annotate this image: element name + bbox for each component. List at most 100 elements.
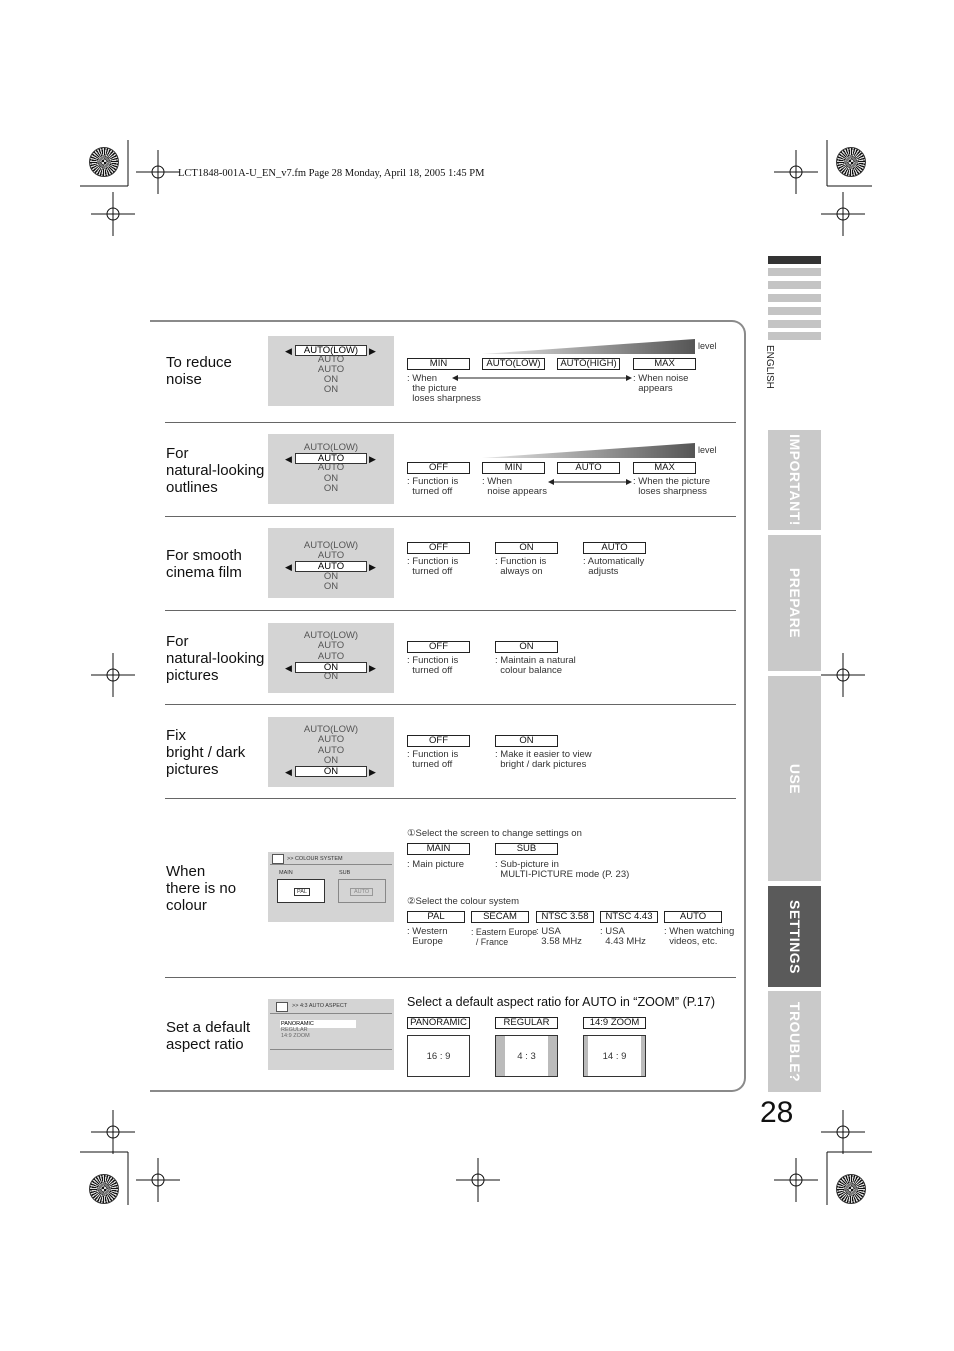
menu-item: AUTO(LOW) xyxy=(303,630,359,641)
option-min: MIN xyxy=(482,462,545,474)
row-divider xyxy=(165,977,736,978)
menu-item: AUTO xyxy=(317,734,345,745)
row-divider xyxy=(165,798,736,799)
tab-trouble[interactable]: TROUBLE? xyxy=(768,991,821,1092)
tab-label: USE xyxy=(786,763,803,794)
menu-item: ON xyxy=(323,473,339,484)
menu-screen: ◀ ▶ AUTO(LOW) AUTO AUTO ON ON xyxy=(268,623,394,693)
tab-prepare[interactable]: PREPARE xyxy=(768,535,821,671)
row-label-cinema-film: For smooth cinema film xyxy=(166,547,242,581)
aspect-16-9-preview: 16 : 9 xyxy=(407,1035,470,1077)
menu-item: ON xyxy=(323,571,339,582)
menu-item: AUTO xyxy=(317,640,345,651)
side-stripe xyxy=(768,281,821,289)
mini-title: >> COLOUR SYSTEM xyxy=(287,856,343,862)
option-panoramic: PANORAMIC xyxy=(407,1017,470,1029)
menu-item: AUTO xyxy=(317,354,345,365)
option-auto: AUTO xyxy=(583,542,646,554)
tab-label: PREPARE xyxy=(786,567,803,639)
option-desc: : Eastern Europe / France xyxy=(471,927,538,947)
side-stripe xyxy=(768,256,821,264)
option-sub: SUB xyxy=(495,843,558,855)
page-number: 28 xyxy=(760,1096,794,1129)
mini-main-screen xyxy=(277,879,325,903)
row-divider xyxy=(165,516,736,517)
right-arrow-icon: ▶ xyxy=(369,663,376,673)
menu-item: AUTO(LOW) xyxy=(303,724,359,735)
option-desc: : Function is turned off xyxy=(407,476,459,497)
registration-rosette-icon xyxy=(89,1174,119,1204)
option-auto-low: AUTO(LOW) xyxy=(482,358,545,370)
step-2-instruction: ②Select the colour system xyxy=(407,896,520,907)
tab-use[interactable]: USE xyxy=(768,676,821,881)
menu-icon xyxy=(272,854,284,864)
option-ntsc-358: NTSC 3.58 xyxy=(536,911,594,923)
row-label-outlines: For natural-looking outlines xyxy=(166,445,265,496)
option-desc: : When noise appears xyxy=(482,476,547,497)
option-desc: : Function is turned off xyxy=(407,655,459,676)
aspect-intro: Select a default aspect ratio for AUTO i… xyxy=(407,995,715,1009)
side-stripe xyxy=(768,294,821,302)
menu-item: ON xyxy=(323,483,339,494)
option-ntsc-443: NTSC 4.43 xyxy=(600,911,658,923)
right-arrow-icon: ▶ xyxy=(369,454,376,464)
option-regular: REGULAR xyxy=(495,1017,558,1029)
range-arrow xyxy=(548,479,632,485)
mini-sub-screen xyxy=(338,879,386,903)
side-stripe xyxy=(768,332,821,340)
menu-item: ON xyxy=(295,766,367,777)
left-arrow-icon: ◀ xyxy=(285,562,292,572)
language-label: ENGLISH xyxy=(764,345,775,389)
option-on: ON xyxy=(495,641,558,653)
side-stripe xyxy=(768,320,821,328)
left-arrow-icon: ◀ xyxy=(285,346,292,356)
option-auto: AUTO xyxy=(557,462,620,474)
menu-item: ON xyxy=(323,755,339,766)
option-min: MIN xyxy=(407,358,470,370)
mini-auto: AUTO xyxy=(350,888,374,896)
option-desc: : Automatically adjusts xyxy=(583,556,645,577)
option-14-9-zoom: 14:9 ZOOM xyxy=(583,1017,646,1029)
menu-item: AUTO(LOW) xyxy=(303,540,359,551)
menu-screen: ◀ ▶ AUTO(LOW) AUTO AUTO ON ON xyxy=(268,717,394,787)
row-label-no-colour: When there is no colour xyxy=(166,863,237,914)
option-desc: : When the picture loses sharpness xyxy=(633,476,711,497)
option-desc: : Sub-picture in MULTI-PICTURE mode (P. … xyxy=(495,859,630,880)
aspect-14-9-preview: 14 : 9 xyxy=(583,1035,646,1077)
registration-rosette-icon xyxy=(836,1174,866,1204)
aspect-4-3-preview: 4 : 3 xyxy=(495,1035,558,1077)
tab-important[interactable]: IMPORTANT! xyxy=(768,430,821,530)
option-desc: : Function is always on xyxy=(495,556,547,577)
option-on: ON xyxy=(495,542,558,554)
option-desc: : USA 4.43 MHz xyxy=(600,926,646,947)
left-arrow-icon: ◀ xyxy=(285,454,292,464)
option-auto: AUTO xyxy=(664,911,722,923)
tab-label: TROUBLE? xyxy=(786,1001,803,1082)
option-on: ON xyxy=(495,735,558,747)
colour-system-screen: >> COLOUR SYSTEM MAIN SUB PAL AUTO xyxy=(268,852,394,922)
menu-icon xyxy=(276,1002,288,1012)
tab-settings[interactable]: SETTINGS xyxy=(768,886,821,987)
menu-item: AUTO xyxy=(317,462,345,473)
mini-pal: PAL xyxy=(294,888,310,896)
file-info-header: LCT1848-001A-U_EN_v7.fm Page 28 Monday, … xyxy=(178,168,485,179)
menu-item: AUTO(LOW) xyxy=(303,442,359,453)
menu-item: ON xyxy=(323,581,339,592)
tab-label: IMPORTANT! xyxy=(786,434,803,526)
option-desc: : Western Europe xyxy=(407,926,448,947)
row-divider xyxy=(165,704,736,705)
left-arrow-icon: ◀ xyxy=(285,663,292,673)
mini-main-label: MAIN xyxy=(279,870,293,876)
menu-item: ON xyxy=(323,374,339,385)
option-off: OFF xyxy=(407,735,470,747)
aspect-screen: >> 4:3 AUTO ASPECT PANORAMIC REGULAR 14:… xyxy=(268,999,394,1070)
right-arrow-icon: ▶ xyxy=(369,767,376,777)
row-divider xyxy=(165,610,736,611)
side-stripe xyxy=(768,307,821,315)
row-label-reduce-noise: To reduce noise xyxy=(166,354,232,388)
ratio-label: 14 : 9 xyxy=(602,1051,627,1062)
option-secam: SECAM xyxy=(471,911,529,923)
option-desc: : Function is turned off xyxy=(407,556,459,577)
menu-item: AUTO xyxy=(317,745,345,756)
